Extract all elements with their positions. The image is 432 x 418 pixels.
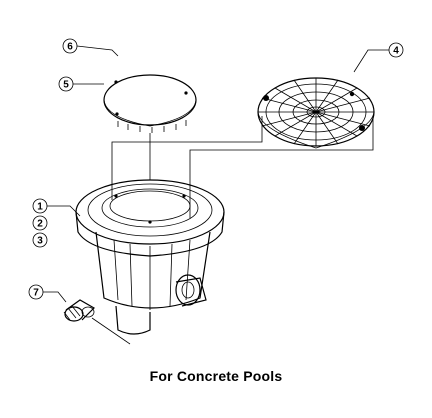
callout-6: 6 [62,38,119,57]
svg-text:1: 1 [37,202,43,213]
main-housing [75,179,225,335]
callout-4: 4 [353,42,404,73]
plug [63,299,131,345]
grate [257,77,375,149]
svg-text:7: 7 [33,288,39,299]
diagram-caption: For Concrete Pools [149,368,283,384]
callout-5: 5 [58,76,104,92]
callout-3: 3 [32,232,48,248]
alignment-lines [111,116,374,218]
svg-text:6: 6 [67,42,73,53]
svg-text:4: 4 [393,46,399,57]
callout-2: 2 [32,215,48,231]
callout-7: 7 [28,284,67,303]
svg-text:3: 3 [37,236,43,247]
svg-text:2: 2 [37,219,43,230]
callout-1: 1 [32,198,81,217]
svg-text:5: 5 [63,80,69,91]
cover-plate [103,74,197,133]
